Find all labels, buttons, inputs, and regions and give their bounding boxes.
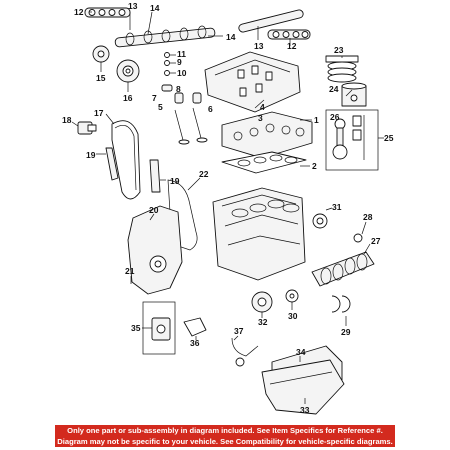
connecting-rod-group <box>325 109 379 171</box>
callout-12a: 12 <box>74 7 84 17</box>
callout-22: 22 <box>199 169 209 179</box>
callout-7: 7 <box>152 93 157 103</box>
callout-34: 34 <box>296 347 306 357</box>
expansion-plug <box>353 233 363 243</box>
crank-pulley <box>251 291 273 313</box>
callout-1: 1 <box>314 115 319 125</box>
callout-30: 30 <box>288 311 298 321</box>
crank-sprocket <box>285 289 299 303</box>
valve-train-parts <box>161 52 208 145</box>
oil-pump <box>142 301 176 355</box>
crankshaft <box>311 251 375 287</box>
callout-29: 29 <box>341 327 351 337</box>
cam-sprocket <box>92 45 110 63</box>
callout-37: 37 <box>234 326 244 336</box>
callout-19a: 19 <box>86 150 96 160</box>
callout-14a: 14 <box>150 3 160 13</box>
vvt-actuator <box>116 59 140 83</box>
callout-11: 11 <box>177 49 186 59</box>
callout-13b: 13 <box>254 41 264 51</box>
callout-12b: 12 <box>287 41 297 51</box>
callout-25: 25 <box>384 133 394 143</box>
chain-guide <box>105 147 161 193</box>
callout-16: 16 <box>123 93 133 103</box>
callout-31: 31 <box>332 202 342 212</box>
oil-pump-bracket <box>183 317 207 337</box>
oil-pickup-tube <box>231 337 259 367</box>
callout-33: 33 <box>300 405 310 415</box>
exploded-engine-view: 1 2 3 4 5 6 7 8 9 10 11 12 12 13 13 14 1… <box>62 1 394 415</box>
callout-2: 2 <box>312 161 317 171</box>
disclaimer-line-1: Only one part or sub-assembly in diagram… <box>67 426 383 435</box>
callout-35: 35 <box>131 323 141 333</box>
timing-chain <box>111 120 141 200</box>
callout-36: 36 <box>190 338 200 348</box>
callout-13a: 13 <box>128 1 138 11</box>
callout-28: 28 <box>363 212 373 222</box>
callout-leaders <box>71 11 384 404</box>
engine-block <box>212 187 306 281</box>
callout-23: 23 <box>334 45 344 55</box>
callout-27: 27 <box>371 236 381 246</box>
callout-17: 17 <box>94 108 104 118</box>
thrust-washers <box>331 295 351 313</box>
piston <box>341 82 367 107</box>
callout-8: 8 <box>176 84 181 94</box>
piston-rings <box>325 55 359 83</box>
callout-6: 6 <box>208 104 213 114</box>
callout-5: 5 <box>158 102 163 112</box>
callout-labels: 1 2 3 4 5 6 7 8 9 10 11 12 12 13 13 14 1… <box>62 1 394 415</box>
callout-32: 32 <box>258 317 268 327</box>
disclaimer-line-2: Diagram may not be specific to your vehi… <box>57 437 393 446</box>
callout-3: 3 <box>258 113 263 123</box>
callout-10: 10 <box>177 68 187 78</box>
oil-pan <box>261 359 345 415</box>
callout-9: 9 <box>177 57 182 67</box>
disclaimer-banner: Only one part or sub-assembly in diagram… <box>55 425 395 447</box>
camshaft-upper-right <box>238 9 311 40</box>
chain-tensioner <box>77 121 97 135</box>
callout-24: 24 <box>329 84 339 94</box>
callout-21: 21 <box>125 266 135 276</box>
callout-19b: 19 <box>170 176 180 186</box>
callout-20: 20 <box>149 205 159 215</box>
valve-cover <box>204 51 301 113</box>
callout-15: 15 <box>96 73 106 83</box>
callout-4: 4 <box>260 102 265 112</box>
camshaft-upper-left <box>84 7 216 48</box>
head-gasket <box>221 151 307 174</box>
callout-14b: 14 <box>226 32 236 42</box>
callout-18: 18 <box>62 115 72 125</box>
timing-cover-gasket <box>167 179 198 251</box>
front-cover <box>127 205 183 295</box>
cylinder-head <box>221 111 313 159</box>
callout-26: 26 <box>330 112 340 122</box>
rear-oil-seal <box>312 213 328 229</box>
